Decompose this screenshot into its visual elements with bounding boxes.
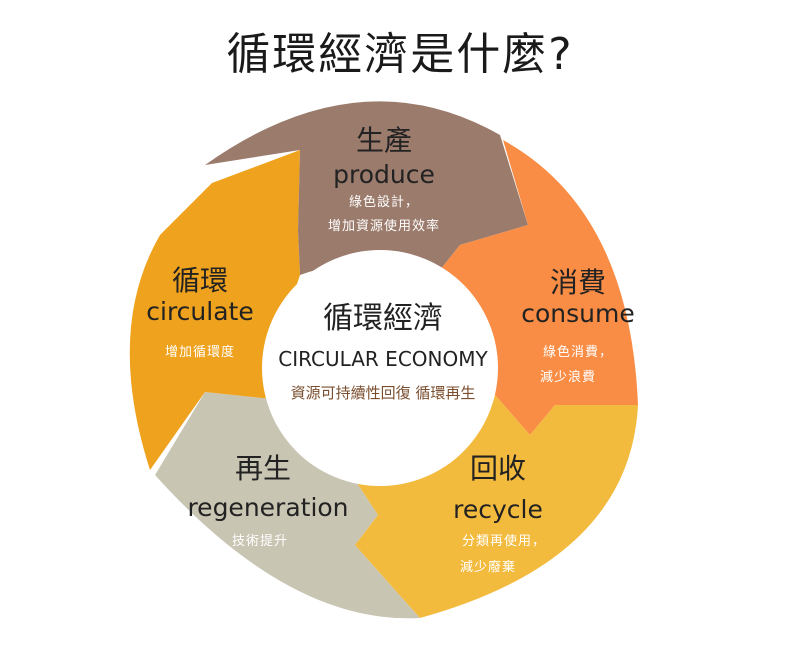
segment-produce xyxy=(205,101,528,275)
consume-title-en: consume xyxy=(521,299,635,328)
consume-desc-line-1: 綠色消費， xyxy=(543,344,613,360)
produce-desc-line-2: 增加資源使用效率 xyxy=(328,218,440,234)
center-circle xyxy=(262,250,498,486)
segment-regeneration xyxy=(155,392,420,619)
regeneration-title-zh: 再生 xyxy=(235,452,291,485)
produce-title-zh: 生產 xyxy=(356,124,412,157)
regeneration-title-en: regeneration xyxy=(187,493,348,522)
circulate-desc-line-1: 增加循環度 xyxy=(165,344,235,360)
recycle-title-zh: 回收 xyxy=(470,452,526,485)
recycle-desc-line-1: 分類再使用， xyxy=(462,533,546,549)
consume-title-zh: 消費 xyxy=(550,266,606,299)
center-title-en: CIRCULAR ECONOMY xyxy=(278,347,488,371)
recycle-title-en: recycle xyxy=(453,495,543,524)
produce-title-en: produce xyxy=(333,160,435,189)
recycle-desc-line-2: 減少廢棄 xyxy=(460,559,516,575)
page-title: 循環經濟是什麼? xyxy=(226,29,574,80)
produce-desc-line-1: 綠色設計， xyxy=(349,194,419,210)
regeneration-desc-line-1: 技術提升 xyxy=(232,533,288,549)
center-subtitle: 資源可持續性回復 循環再生 xyxy=(291,384,476,402)
center-title-zh: 循環經濟 xyxy=(323,301,443,336)
circulate-title-zh: 循環 xyxy=(172,264,228,297)
segment-circulate xyxy=(129,150,300,470)
circulate-title-en: circulate xyxy=(146,297,253,326)
consume-desc-line-2: 減少浪費 xyxy=(540,369,596,385)
